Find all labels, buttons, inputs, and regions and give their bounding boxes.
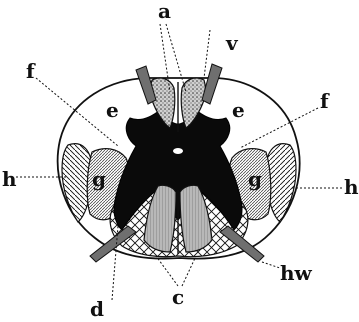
leader-c-right: [182, 256, 196, 286]
label-hw: hw: [280, 261, 313, 285]
label-f-left: f: [26, 59, 36, 83]
label-d: d: [90, 297, 104, 321]
central-canal: [173, 148, 183, 154]
label-f-right: f: [320, 89, 330, 113]
leader-hw: [262, 262, 280, 268]
label-h-right: h: [344, 175, 359, 199]
leader-c-left: [156, 256, 178, 286]
label-h-left: h: [2, 167, 17, 191]
leader-v: [204, 30, 210, 78]
label-a: a: [158, 0, 171, 23]
label-g-left: g: [92, 167, 106, 191]
label-v: v: [225, 31, 239, 55]
label-c: c: [172, 285, 184, 309]
label-e-left: e: [106, 98, 119, 122]
label-e-right: e: [232, 98, 245, 122]
label-g-right: g: [248, 167, 262, 191]
